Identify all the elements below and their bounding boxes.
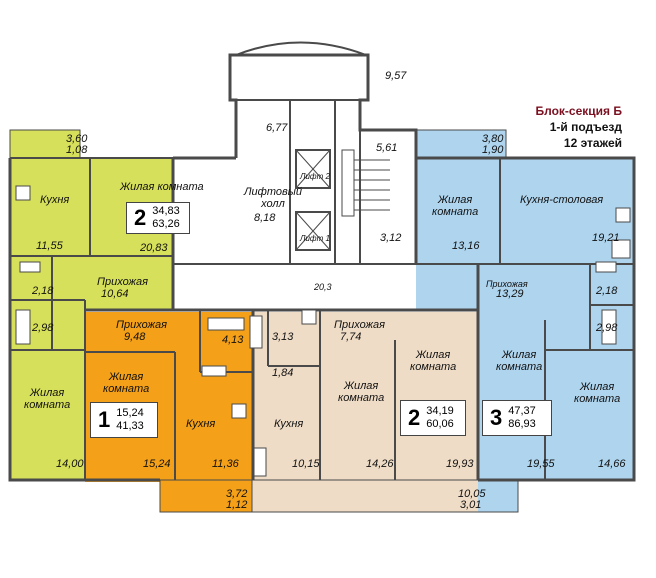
lift-1-label: Лифт 1: [300, 234, 330, 243]
living-area: 34,83: [152, 205, 180, 217]
room-hall-a: Прихожая: [97, 276, 149, 288]
room-living-a-area: 20,83: [140, 242, 168, 254]
living-area: 47,37: [508, 405, 536, 417]
apartment-3-fill: [416, 158, 634, 310]
apartment-2-left-fill: [10, 158, 173, 310]
room-hall-2-area: 7,74: [340, 331, 362, 343]
balcony-a2-area: 1,08: [66, 144, 88, 156]
room-living-2a-area: 14,26: [366, 458, 394, 470]
bath-a2-area: 2,98: [32, 322, 54, 334]
total-area: 60,06: [426, 418, 454, 430]
room-living-2a: Жилая комната: [338, 380, 385, 404]
entrance-label: 1-й подъезд: [549, 120, 622, 134]
room-living-b: Жилая комната: [24, 387, 71, 411]
room-hall-3-area: 13,29: [496, 288, 524, 300]
floors-label: 12 этажей: [563, 136, 622, 150]
room-living-1: Жилая комната: [103, 371, 150, 395]
balcony-1a-area: 3,72: [226, 488, 248, 500]
room-kitchen-3-area: 19,21: [592, 232, 620, 244]
bath-1-area: 4,13: [222, 334, 244, 346]
bathtub: [15, 309, 31, 345]
stove: [231, 403, 247, 419]
sink: [19, 261, 41, 273]
balcony-3a-area: 3,80: [482, 133, 504, 145]
stove: [15, 185, 31, 201]
walls: [8, 41, 636, 513]
room-kitchen-3: Кухня-столовая: [520, 194, 604, 206]
area-561: 5,61: [376, 142, 398, 154]
bath-3a-area: 2,18: [596, 285, 618, 297]
room-living-2b-area: 19,93: [446, 458, 474, 470]
room-kitchen-1-area: 11,36: [212, 458, 239, 470]
room-hall-2: Прихожая: [334, 319, 386, 331]
total-area: 63,26: [152, 218, 180, 230]
room-living-3b: Жилая комната: [496, 349, 543, 373]
area-312: 3,12: [380, 232, 402, 244]
living-area: 34,19: [426, 405, 454, 417]
bath-2b-area: 1,84: [272, 367, 294, 379]
bath-a1-area: 2,18: [32, 285, 54, 297]
rooms-count: 2: [134, 205, 147, 230]
balcony-a1-area: 3,60: [66, 133, 88, 145]
room-living-3b-area: 19,55: [527, 458, 555, 470]
balcony-1b-area: 1,12: [226, 499, 248, 511]
rooms-count: 3: [490, 405, 503, 430]
room-hall-a-area: 10,64: [101, 288, 129, 300]
apartment-1-fill: [85, 312, 253, 482]
room-kitchen-a: Кухня: [40, 194, 70, 206]
room-living-3c: Жилая комната: [574, 381, 621, 405]
room-living-3c-area: 14,66: [598, 458, 626, 470]
room-living-3a: Жилая комната: [432, 194, 479, 218]
total-area: 86,93: [508, 418, 536, 430]
sink: [201, 365, 227, 377]
room-hall-1: Прихожая: [116, 319, 168, 331]
rooms-count: 2: [408, 405, 421, 430]
counter: [611, 239, 631, 259]
lift-2-label: Лифт 2: [300, 172, 330, 181]
counter: [253, 447, 267, 477]
apartment-2-center-fill: [253, 312, 478, 482]
section-title: Блок-секция Б: [535, 104, 623, 118]
bathtub: [249, 315, 263, 349]
room-living-b-area: 14,00: [56, 458, 84, 470]
zone-fills: [0, 130, 634, 512]
section-header: Блок-секция Б 1-й подъезд 12 этажей: [536, 103, 623, 151]
room-kitchen-2: Кухня: [274, 418, 304, 430]
bath-3b-area: 2,98: [596, 322, 618, 334]
room-living-2b: Жилая комната: [410, 349, 457, 373]
rooms-count: 1: [98, 407, 111, 432]
balcony-3b-area: 1,90: [482, 144, 504, 156]
area-957: 9,57: [385, 70, 407, 82]
balcony-2a-area: 10,05: [458, 488, 486, 500]
bathtub: [601, 309, 617, 345]
fixtures: [15, 185, 631, 477]
room-living-1-area: 15,24: [143, 458, 171, 470]
room-living-3a-area: 13,16: [452, 240, 480, 252]
room-hall-3: Прихожая: [486, 279, 528, 289]
bath-2a-area: 3,13: [272, 331, 294, 343]
total-area: 41,33: [116, 420, 144, 432]
balcony-2b-area: 3,01: [460, 499, 482, 511]
bathtub: [207, 317, 245, 331]
room-lift-hall: Лифтовый холл: [244, 186, 302, 210]
room-hall-1-area: 9,48: [124, 331, 146, 343]
room-kitchen-2-area: 10,15: [292, 458, 320, 470]
corridor-area: 20,3: [314, 282, 332, 292]
sink: [595, 261, 617, 273]
room-lift-hall-area: 8,18: [254, 212, 276, 224]
area-677: 6,77: [266, 122, 288, 134]
stove: [301, 309, 317, 325]
living-area: 15,24: [116, 407, 144, 419]
stove: [615, 207, 631, 223]
room-kitchen-1: Кухня: [186, 418, 216, 430]
room-living-a: Жилая комната: [120, 181, 204, 193]
room-kitchen-a-area: 11,55: [36, 240, 63, 252]
